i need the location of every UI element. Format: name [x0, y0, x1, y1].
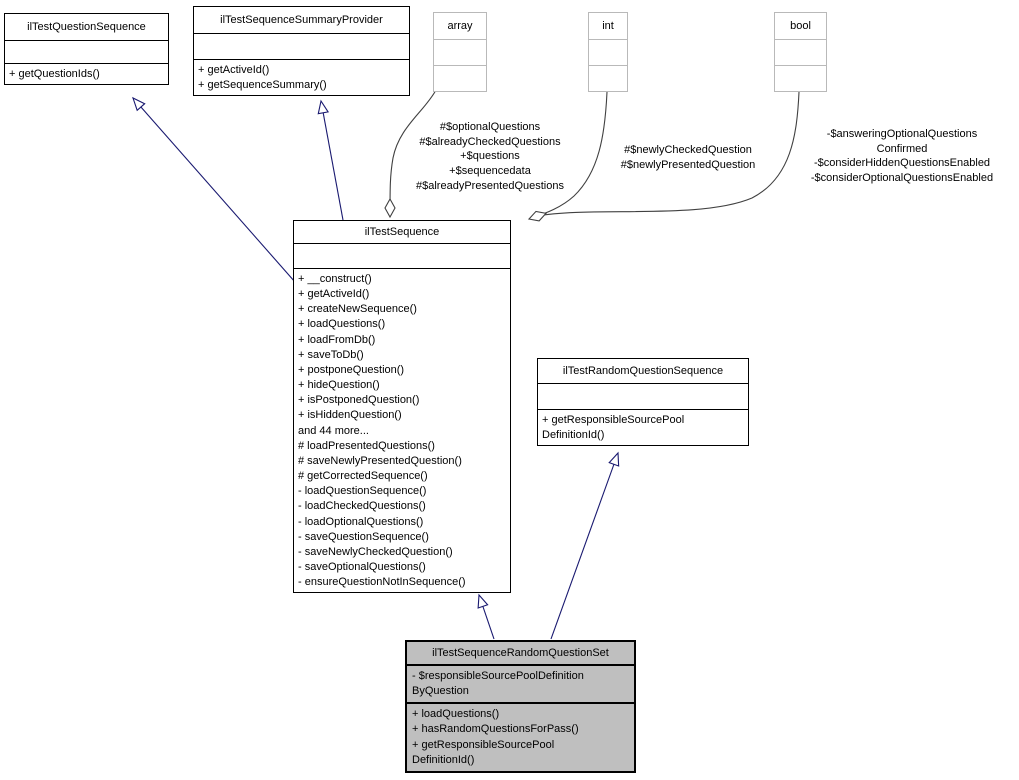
method-item: + getActiveId() — [198, 64, 270, 76]
attributes-compartment-empty — [294, 244, 510, 269]
class-title: ilTestSequenceRandomQuestionSet — [407, 642, 634, 666]
methods-compartment: + getResponsibleSourcePool DefinitionId(… — [538, 410, 748, 445]
method-item: + loadFromDb() — [298, 333, 376, 346]
attributes-compartment: - $responsibleSourcePoolDefinition ByQue… — [407, 666, 634, 705]
method-item: - saveNewlyCheckedQuestion() — [298, 545, 453, 558]
method-item: + getQuestionIds() — [9, 68, 100, 80]
method-item: + getActiveId() — [298, 288, 370, 301]
class-box-ilTestQuestionSequence[interactable]: ilTestQuestionSequence + getQuestionIds(… — [4, 13, 169, 86]
method-item: - ensureQuestionNotInSequence() — [298, 576, 466, 589]
type-box-int: int — [588, 12, 628, 92]
method-item: - loadCheckedQuestions() — [298, 500, 426, 513]
attribute-item: - $responsibleSourcePoolDefinition — [412, 670, 584, 682]
edge-aggregation-bool-to-ilTestSequence — [536, 91, 800, 217]
method-item: - loadOptionalQuestions() — [298, 515, 424, 528]
method-item: + getSequenceSummary() — [198, 79, 327, 92]
method-item: + __construct() — [298, 273, 372, 285]
method-item: + hasRandomQuestionsForPass() — [412, 723, 579, 736]
class-title: ilTestSequence — [294, 221, 510, 244]
methods-compartment: + loadQuestions() + hasRandomQuestionsFo… — [407, 704, 634, 771]
type-box-array: array — [433, 12, 487, 92]
edge-inheritance-randomQuestionSet-to-ilTestRandomQuestionSequence — [550, 451, 620, 640]
edge-label-line: -$considerHiddenQuestionsEnabled — [813, 157, 991, 170]
method-item: + createNewSequence() — [298, 303, 417, 316]
edge-label-line: #$newlyCheckedQuestion — [624, 144, 752, 156]
method-item: + saveToDb() — [298, 348, 364, 361]
edge-label-line: #$alreadyPresentedQuestions — [416, 179, 564, 192]
edge-inheritance-ilTestSequence-to-ilTestQuestionSequence — [132, 96, 296, 283]
edge-inheritance-randomQuestionSet-to-ilTestSequence — [477, 593, 495, 640]
method-item: # saveNewlyPresentedQuestion() — [298, 454, 462, 467]
method-item: + postponeQuestion() — [298, 363, 405, 376]
edge-label-array-members: #$optionalQuestions #$alreadyCheckedQues… — [378, 120, 602, 194]
method-item-wrap: DefinitionId() — [412, 753, 475, 766]
method-item-wrap: DefinitionId() — [542, 429, 605, 442]
class-title: ilTestQuestionSequence — [5, 14, 168, 41]
empty-compartment — [775, 66, 826, 91]
class-title: ilTestSequenceSummaryProvider — [194, 7, 409, 34]
edge-label-int-members: #$newlyCheckedQuestion #$newlyPresentedQ… — [598, 143, 778, 172]
class-title: ilTestRandomQuestionSequence — [538, 359, 748, 384]
class-box-ilTestSequenceSummaryProvider[interactable]: ilTestSequenceSummaryProvider + getActiv… — [193, 6, 410, 97]
edge-label-line: -$answeringOptionalQuestions — [826, 128, 978, 140]
method-item: + loadQuestions() — [412, 708, 500, 721]
method-item: + getResponsibleSourcePool — [542, 414, 685, 426]
edge-label-line: #$optionalQuestions — [439, 121, 541, 133]
method-item: # loadPresentedQuestions() — [298, 439, 435, 452]
attribute-item-wrap: ByQuestion — [412, 685, 469, 698]
empty-compartment — [589, 40, 627, 66]
method-item: + hideQuestion() — [298, 379, 380, 392]
type-title: bool — [775, 13, 826, 40]
attributes-compartment-empty — [538, 384, 748, 410]
methods-compartment: + __construct() + getActiveId() + create… — [294, 269, 510, 592]
method-item: - saveOptionalQuestions() — [298, 560, 426, 573]
method-item-truncation-note: and 44 more... — [298, 424, 369, 437]
type-box-bool: bool — [774, 12, 827, 92]
method-item: # getCorrectedSequence() — [298, 470, 428, 483]
type-title: array — [434, 13, 486, 40]
method-item: - saveQuestionSequence() — [298, 530, 429, 543]
empty-compartment — [775, 40, 826, 66]
edge-aggregation-array-to-ilTestSequence — [390, 89, 437, 217]
edge-label-line: +$questions — [460, 150, 520, 163]
method-item: + isPostponedQuestion() — [298, 394, 420, 407]
type-title: int — [589, 13, 627, 40]
class-box-ilTestSequenceRandomQuestionSet[interactable]: ilTestSequenceRandomQuestionSet - $respo… — [405, 640, 636, 773]
empty-compartment — [589, 66, 627, 91]
empty-compartment — [434, 40, 486, 66]
method-item: + loadQuestions() — [298, 318, 386, 331]
attributes-compartment-empty — [5, 41, 168, 64]
edge-label-line: #$newlyPresentedQuestion — [620, 158, 756, 171]
edge-label-line: -$considerOptionalQuestionsEnabled — [810, 172, 994, 185]
edge-label-line: #$alreadyCheckedQuestions — [419, 135, 561, 148]
method-item: + isHiddenQuestion() — [298, 409, 402, 422]
class-box-ilTestSequence[interactable]: ilTestSequence + __construct() + getActi… — [293, 220, 511, 594]
method-item: + getResponsibleSourcePool — [412, 738, 555, 751]
method-item: - loadQuestionSequence() — [298, 485, 427, 498]
attributes-compartment-empty — [194, 34, 409, 60]
edge-aggregation-int-to-ilTestSequence — [529, 91, 608, 219]
class-box-ilTestRandomQuestionSequence[interactable]: ilTestRandomQuestionSequence + getRespon… — [537, 358, 749, 447]
edge-inheritance-ilTestSequence-to-ilTestSequenceSummaryProvider — [317, 99, 344, 221]
edge-label-bool-members: -$answeringOptionalQuestions Confirmed -… — [790, 127, 1014, 186]
edge-label-line: Confirmed — [876, 142, 928, 155]
empty-compartment — [434, 66, 486, 91]
methods-compartment: + getQuestionIds() — [5, 64, 168, 84]
edge-label-line: +$sequencedata — [449, 165, 531, 178]
methods-compartment: + getActiveId() + getSequenceSummary() — [194, 60, 409, 95]
